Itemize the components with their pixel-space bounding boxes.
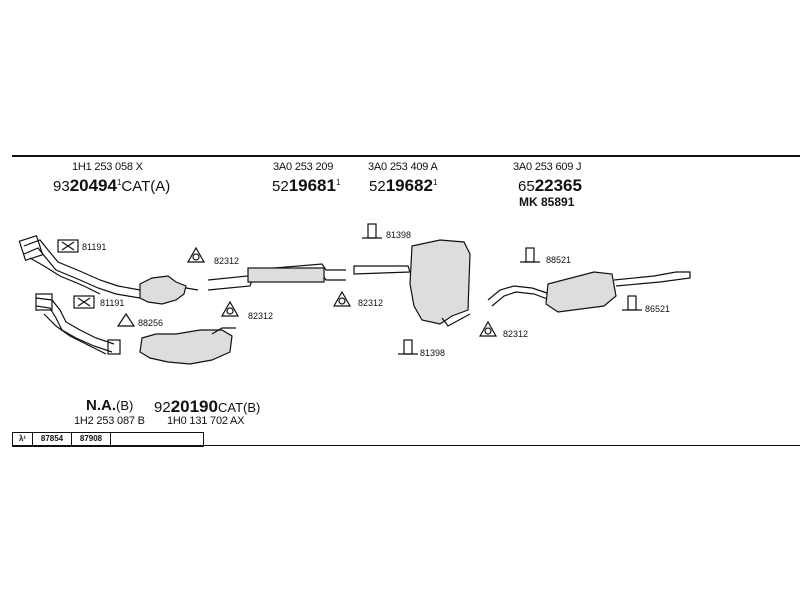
gasket-icon-3 xyxy=(116,312,136,327)
table-cell-1: 87854 xyxy=(33,433,72,446)
middle-pipe xyxy=(207,263,346,291)
callout-81398-a: 81398 xyxy=(386,230,412,240)
front-pipe-upper xyxy=(18,234,141,299)
callout-88256: 88256 xyxy=(138,318,164,328)
part-cat-b: 9220190CAT(B) xyxy=(154,397,261,416)
callout-82312-b: 82312 xyxy=(248,311,274,321)
part-oe-bottom-left: 1H2 253 087 B xyxy=(74,415,145,427)
table-cell-2: 87908 xyxy=(72,433,111,446)
hanger-icon-3 xyxy=(520,247,540,263)
catalytic-converter-a xyxy=(139,275,199,305)
catalytic-converter-b xyxy=(139,327,236,365)
callout-81191-b: 81191 xyxy=(100,298,125,308)
part-oe-2: 3A0 253 209 xyxy=(273,161,334,173)
part-oe-4: 3A0 253 609 J xyxy=(513,161,582,173)
gasket-icon-2 xyxy=(73,295,95,309)
callout-81191-a: 81191 xyxy=(82,242,107,252)
front-pipe-lower xyxy=(35,293,121,355)
center-muffler xyxy=(353,239,471,327)
callout-88521: 88521 xyxy=(546,255,572,265)
lambda-cell: λ¹ xyxy=(13,433,33,446)
part-number-2: 52196811 xyxy=(272,176,341,195)
part-mk-number: MK 85891 xyxy=(519,195,575,209)
callout-82312-c: 82312 xyxy=(358,298,384,308)
callout-82312-d: 82312 xyxy=(503,329,529,339)
bottom-rule xyxy=(12,445,800,446)
clamp-icon-1 xyxy=(186,246,206,263)
callout-81398-b: 81398 xyxy=(420,348,446,358)
hanger-icon-4 xyxy=(622,295,642,311)
table-cell-3 xyxy=(111,433,204,446)
callout-82312-a: 82312 xyxy=(214,256,240,266)
clamp-icon-4 xyxy=(478,320,498,337)
part-number-3: 52196821 xyxy=(369,176,438,195)
hanger-icon-2 xyxy=(398,339,418,355)
part-oe-1: 1H1 253 058 X xyxy=(72,161,143,173)
parts-table: λ¹ 87854 87908 xyxy=(12,432,204,447)
top-rule xyxy=(12,155,800,157)
part-oe-bottom-right: 1H0 131 702 AX xyxy=(167,415,245,427)
part-number-4: 6522365 xyxy=(518,176,582,195)
rear-muffler xyxy=(487,271,691,313)
part-number-1: 93204941CAT(A) xyxy=(53,176,171,195)
part-oe-3: 3A0 253 409 A xyxy=(368,161,438,173)
part-na: N.A.(B) xyxy=(86,397,134,414)
hanger-icon-1 xyxy=(362,223,382,239)
gasket-icon-1 xyxy=(57,239,79,253)
callout-86521: 86521 xyxy=(645,304,671,314)
clamp-icon-2 xyxy=(220,300,240,317)
clamp-icon-3 xyxy=(332,290,352,307)
